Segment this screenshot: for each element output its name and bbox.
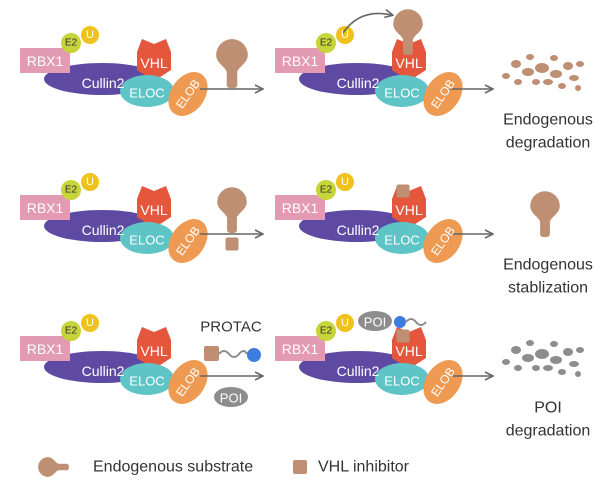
e2-label: E2 [320, 326, 333, 337]
vhl-label: VHL [395, 202, 422, 218]
eloc-label: ELOC [129, 233, 164, 248]
vhl-label: VHL [395, 343, 422, 359]
protac-vhl-ligand-bound [394, 316, 406, 328]
ubiquitin-label: U [341, 317, 349, 329]
protac-molecule [204, 346, 261, 362]
rbx1-label: RBX1 [282, 200, 319, 216]
poi-fragments [502, 340, 584, 377]
eloc-label: ELOC [384, 86, 419, 101]
eloc-label: ELOC [384, 233, 419, 248]
protac-warhead-bound [396, 329, 410, 343]
legend-substrate-label: Endogenous substrate [93, 459, 253, 476]
protac-linker-bound [405, 318, 427, 326]
rbx1-label: RBX1 [282, 341, 319, 357]
cullin2-label: Cullin2 [82, 363, 125, 379]
eloc-label: ELOC [384, 374, 419, 389]
vhl-label: VHL [140, 202, 167, 218]
vhl-label: VHL [140, 343, 167, 359]
substrate-fragments [502, 54, 584, 91]
e2-label: E2 [320, 185, 333, 196]
vhl-inhibitor-free [225, 237, 239, 251]
ubiquitin-transfer-arrow [342, 13, 392, 34]
poi-bound: POI [358, 311, 392, 331]
outcome-label-1-line2: degradation [506, 135, 591, 152]
rbx1-label: RBX1 [27, 200, 64, 216]
eloc-label: ELOC [129, 374, 164, 389]
outcome-label-2-line1: Endogenous [503, 257, 593, 274]
rbx1-label: RBX1 [282, 53, 319, 69]
ubiquitin-label: U [86, 29, 94, 41]
cullin2-label: Cullin2 [337, 363, 380, 379]
e2-label: E2 [320, 38, 333, 49]
vhl-label: VHL [395, 55, 422, 71]
outcome-label-1-line1: Endogenous [503, 112, 593, 129]
eloc-label: ELOC [129, 86, 164, 101]
e2-label: E2 [65, 38, 78, 49]
poi-free: POI [214, 387, 248, 407]
poi-label: POI [364, 315, 386, 330]
protac-label: PROTAC [200, 319, 262, 336]
legend-inhibitor-label: VHL inhibitor [318, 459, 410, 476]
rbx1-label: RBX1 [27, 341, 64, 357]
outcome-label-2-line2: stablization [508, 280, 588, 297]
ubiquitin-label: U [341, 176, 349, 188]
ubiquitin-label: U [86, 317, 94, 329]
cullin2-label: Cullin2 [337, 222, 380, 238]
substrate-free-row2 [217, 187, 247, 234]
substrate-bound-row1 [393, 9, 423, 56]
outcome-label-3-line1: POI [534, 400, 562, 417]
e2-label: E2 [65, 326, 78, 337]
ubiquitin-label: U [86, 176, 94, 188]
legend-inhibitor-icon [293, 460, 307, 474]
e2-label: E2 [65, 185, 78, 196]
cullin2-label: Cullin2 [82, 75, 125, 91]
cullin2-label: Cullin2 [337, 75, 380, 91]
substrate-stabilized [530, 191, 560, 238]
rbx1-label: RBX1 [27, 53, 64, 69]
outcome-label-3-line2: degradation [506, 423, 591, 440]
cullin2-label: Cullin2 [82, 222, 125, 238]
poi-label: POI [220, 391, 242, 406]
vhl-inhibitor-bound [396, 184, 410, 198]
ubiquitin-label: U [341, 29, 349, 41]
legend-substrate-icon [38, 457, 69, 477]
substrate-free-row1 [216, 39, 248, 89]
vhl-label: VHL [140, 55, 167, 71]
